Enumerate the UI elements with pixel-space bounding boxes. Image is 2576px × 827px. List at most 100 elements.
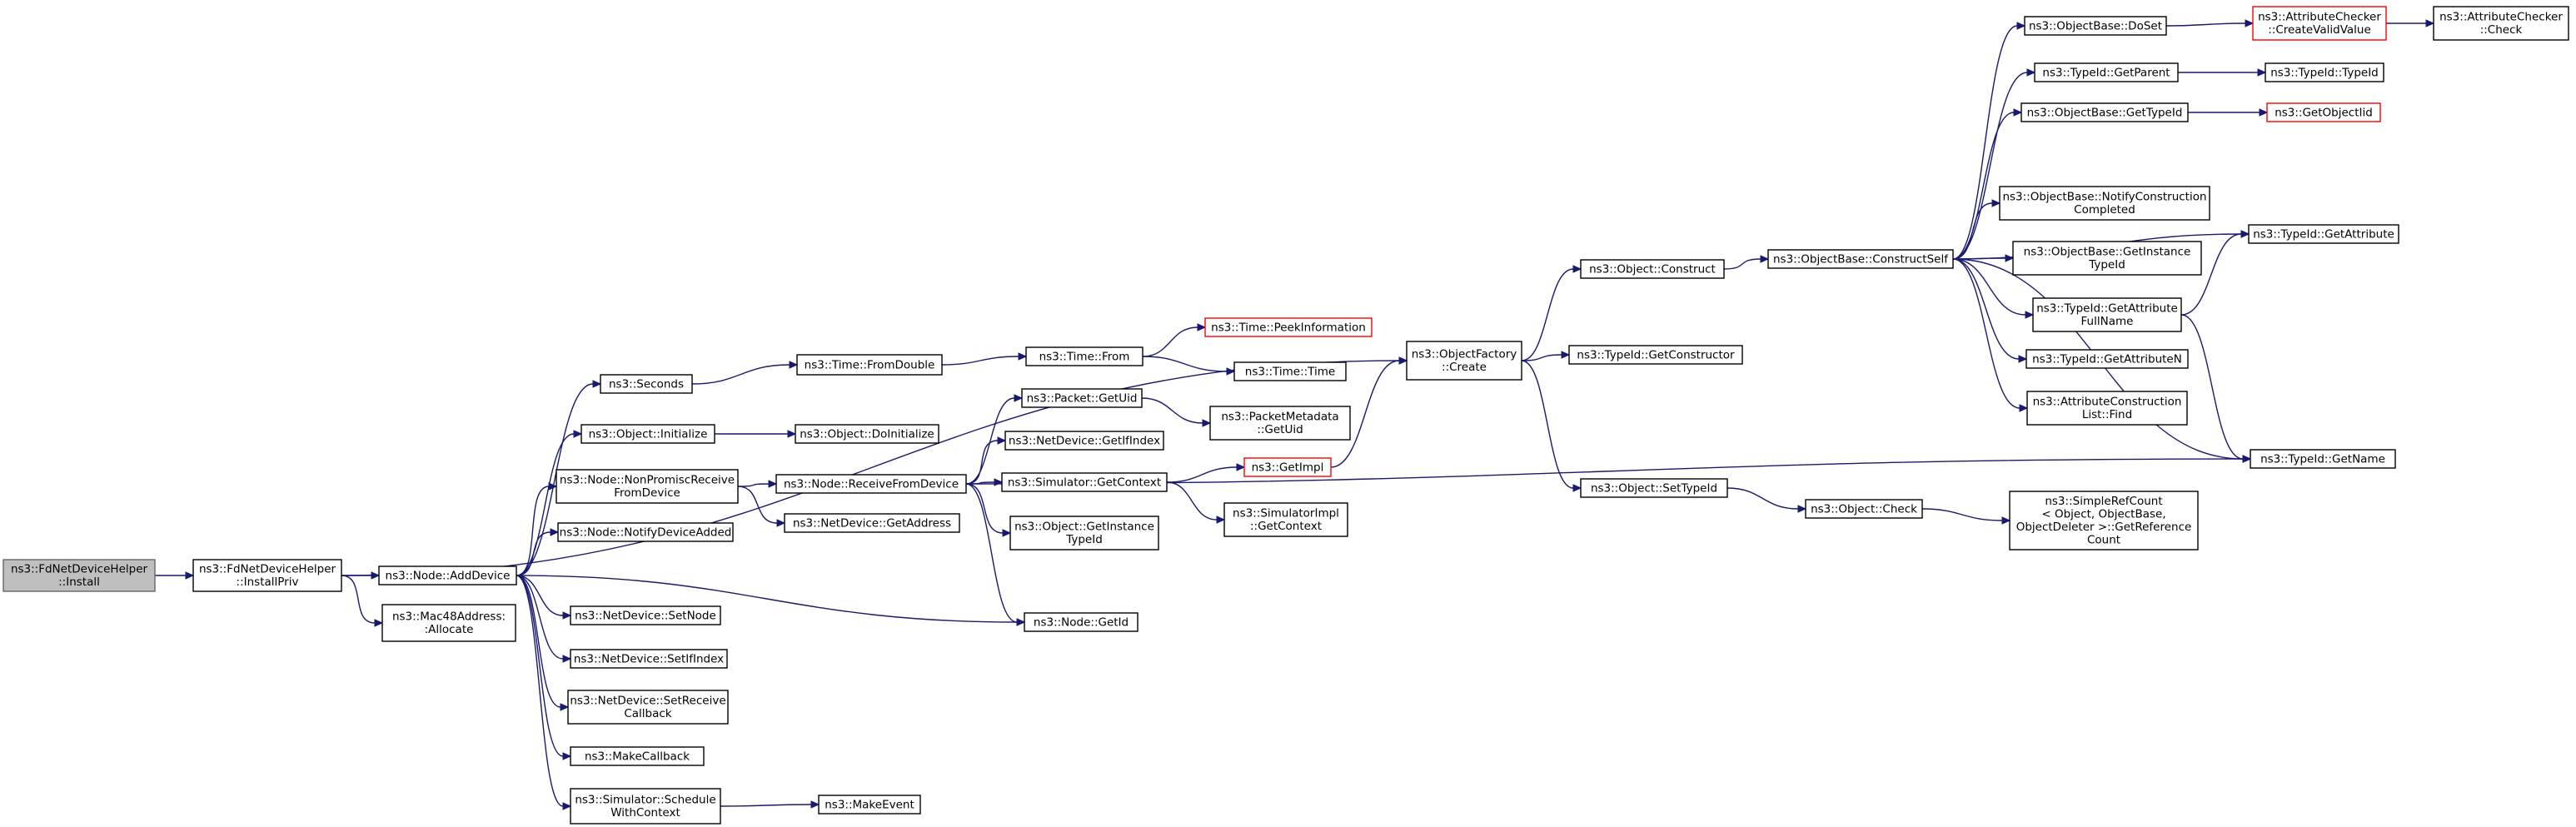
node-getcontext[interactable]: ns3::Simulator::GetContext xyxy=(1001,472,1168,492)
node-doinit-box xyxy=(795,424,939,444)
edge-getcontext-to-getimpl xyxy=(1166,463,1246,483)
node-setreceive-label-1: Callback xyxy=(624,707,671,720)
node-mac48[interactable]: ns3::Mac48Address::Allocate xyxy=(381,604,516,642)
node-fromdouble[interactable]: ns3::Time::FromDouble xyxy=(796,354,943,376)
node-getaddress[interactable]: ns3::NetDevice::GetAddress xyxy=(784,513,960,533)
node-notifyconstruction-label-0: ns3::ObjectBase::NotifyConstruction xyxy=(2002,191,2206,204)
node-getparent[interactable]: ns3::TypeId::GetParent xyxy=(2034,62,2179,82)
node-schedulectx-label-0: ns3::Simulator::Schedule xyxy=(575,794,715,807)
node-construct[interactable]: ns3::Object::Construct xyxy=(1580,259,1725,279)
node-getattribute-box xyxy=(2248,224,2399,244)
node-setifindex-box xyxy=(570,649,728,669)
node-doinit[interactable]: ns3::Object::DoInitialize xyxy=(795,424,939,444)
node-getaddress-box xyxy=(784,513,960,533)
edge-obgettypeid-to-getobjectiid xyxy=(2188,108,2269,117)
node-typeidtypeid[interactable]: ns3::TypeId::TypeId xyxy=(2265,62,2384,82)
node-getifindex[interactable]: ns3::NetDevice::GetIfIndex xyxy=(1004,431,1164,451)
edge-nonpromisc-to-getaddress xyxy=(737,486,786,527)
node-obgetinsttypeid-label-0: ns3::ObjectBase::GetInstance xyxy=(2024,246,2191,259)
node-notifyconstruction[interactable]: ns3::ObjectBase::NotifyConstructionCompl… xyxy=(1999,186,2210,221)
node-getname-label-0: ns3::TypeId::GetName xyxy=(2260,452,2385,466)
node-getname[interactable]: ns3::TypeId::GetName xyxy=(2250,449,2396,469)
node-settypeid[interactable]: ns3::Object::SetTypeId xyxy=(1580,478,1728,498)
node-getobjectiid[interactable]: ns3::GetObjectIid xyxy=(2266,102,2381,122)
node-createvalidvalue-label-1: ::CreateValidValue xyxy=(2268,23,2371,37)
node-makeevent[interactable]: ns3::MakeEvent xyxy=(818,795,921,815)
node-timefrom[interactable]: ns3::Time::From xyxy=(1025,346,1144,366)
node-seconds-box xyxy=(600,374,693,394)
node-installpriv-label-1: ::InstallPriv xyxy=(237,575,299,589)
node-nodegetid[interactable]: ns3::Node::GetId xyxy=(1024,612,1139,632)
edge-receivefrom-to-getinsttypeid xyxy=(965,483,1012,537)
node-getattribute[interactable]: ns3::TypeId::GetAttribute xyxy=(2248,224,2399,244)
node-setifindex[interactable]: ns3::NetDevice::SetIfIndex xyxy=(570,649,728,669)
node-notifydev[interactable]: ns3::Node::NotifyDeviceAdded xyxy=(557,522,734,542)
node-notifydev-label-0: ns3::Node::NotifyDeviceAdded xyxy=(560,526,732,539)
node-makecallback[interactable]: ns3::MakeCallback xyxy=(570,746,705,766)
node-getcontext-label-0: ns3::Simulator::GetContext xyxy=(1008,476,1161,489)
edge-objfactory-to-getconstructor xyxy=(1521,351,1571,361)
node-install-label-0: ns3::FdNetDeviceHelper xyxy=(11,563,148,576)
edge-getattrfullname-to-getattribute xyxy=(2180,230,2250,316)
node-objcheck[interactable]: ns3::Object::Check xyxy=(1805,499,1923,519)
node-simplerefcount-box xyxy=(2009,491,2199,551)
node-construct-box xyxy=(1580,259,1725,279)
node-createvalidvalue[interactable]: ns3::AttributeChecker::CreateValidValue xyxy=(2252,6,2387,41)
node-objcheck-box xyxy=(1805,499,1923,519)
node-getconstructor-box xyxy=(1568,345,1743,365)
edge-schedulectx-to-makeevent xyxy=(720,800,820,809)
node-receivefrom[interactable]: ns3::Node::ReceiveFromDevice xyxy=(775,474,967,494)
node-constructself[interactable]: ns3::ObjectBase::ConstructSelf xyxy=(1767,249,1954,269)
node-objinit[interactable]: ns3::Object::Initialize xyxy=(580,424,715,444)
node-simimplctx-box xyxy=(1223,502,1348,537)
node-getifindex-box xyxy=(1004,431,1164,451)
edge-getparent-to-typeidtypeid xyxy=(2178,68,2267,77)
node-installpriv-box xyxy=(192,559,342,592)
node-packetuid[interactable]: ns3::Packet::GetUid xyxy=(1021,388,1143,408)
node-simplerefcount-label-1: < Object, ObjectBase, xyxy=(2041,508,2165,521)
node-simimplctx[interactable]: ns3::SimulatorImpl::GetContext xyxy=(1223,502,1348,537)
node-setnode-label-0: ns3::NetDevice::SetNode xyxy=(575,609,716,622)
node-getinsttypeid-label-1: TypeId xyxy=(1065,533,1103,546)
node-doset[interactable]: ns3::ObjectBase::DoSet xyxy=(2024,16,2167,36)
node-install-box xyxy=(2,559,156,592)
node-simplerefcount-label-2: ObjectDeleter >::GetReference xyxy=(2016,521,2192,534)
node-checkercheck[interactable]: ns3::AttributeChecker::Check xyxy=(2433,6,2569,41)
edge-timefrom-to-timetime xyxy=(1142,356,1236,376)
node-notifyconstruction-box xyxy=(1999,186,2210,221)
node-getconstructor[interactable]: ns3::TypeId::GetConstructor xyxy=(1568,345,1743,365)
node-nodegetid-label-0: ns3::Node::GetId xyxy=(1034,615,1129,629)
node-pmuid[interactable]: ns3::PacketMetadata::GetUid xyxy=(1209,406,1351,441)
node-timetime[interactable]: ns3::Time::Time xyxy=(1233,361,1347,381)
node-adddevice[interactable]: ns3::Node::AddDevice xyxy=(378,565,517,585)
node-simplerefcount[interactable]: ns3::SimpleRefCount< Object, ObjectBase,… xyxy=(2009,491,2199,551)
node-makecallback-label-0: ns3::MakeCallback xyxy=(585,750,690,763)
node-install[interactable]: ns3::FdNetDeviceHelper::Install xyxy=(2,559,156,592)
node-timetime-box xyxy=(1233,361,1347,381)
node-getattrfullname-box xyxy=(2032,297,2182,332)
node-adddevice-box xyxy=(378,565,517,585)
node-objfactory[interactable]: ns3::ObjectFactory::Create xyxy=(1406,341,1522,381)
node-setnode[interactable]: ns3::NetDevice::SetNode xyxy=(570,605,721,625)
edge-constructself-to-getattrn xyxy=(1952,258,2028,363)
node-notifyconstruction-label-1: Completed xyxy=(2074,203,2135,217)
node-getattrn-box xyxy=(2025,349,2189,369)
node-obgettypeid[interactable]: ns3::ObjectBase::GetTypeId xyxy=(2020,102,2189,122)
edge-constructself-to-obgettypeid xyxy=(1952,108,2023,260)
node-objfactory-box xyxy=(1406,341,1522,381)
node-peekinfo-label-0: ns3::Time::PeekInformation xyxy=(1211,321,1366,334)
node-getimpl[interactable]: ns3::GetImpl xyxy=(1243,457,1332,477)
node-getattrn[interactable]: ns3::TypeId::GetAttributeN xyxy=(2025,349,2189,369)
node-peekinfo[interactable]: ns3::Time::PeekInformation xyxy=(1204,317,1373,337)
node-setreceive-label-0: ns3::NetDevice::SetReceive xyxy=(570,695,725,708)
node-installpriv[interactable]: ns3::FdNetDeviceHelper::InstallPriv xyxy=(192,559,342,592)
node-getinsttypeid-label-0: ns3::Object::GetInstance xyxy=(1014,521,1154,534)
node-seconds[interactable]: ns3::Seconds xyxy=(600,374,693,394)
